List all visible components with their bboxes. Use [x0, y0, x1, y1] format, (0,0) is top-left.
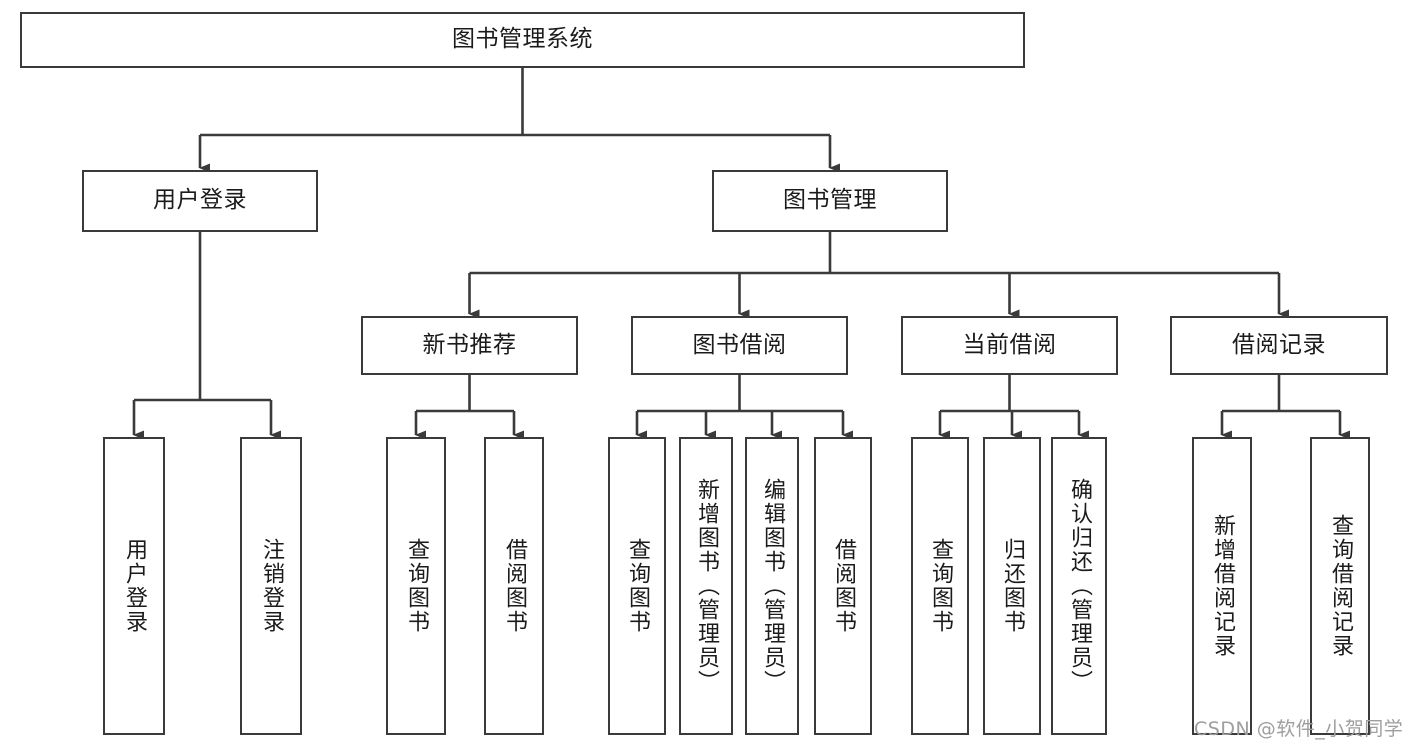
node-book-manage[interactable]: 图书管理	[712, 170, 948, 232]
node-label-leaf-query-book-3: 查询图书	[927, 538, 953, 634]
node-new-book-rec[interactable]: 新书推荐	[361, 316, 578, 375]
node-leaf-add-record[interactable]: 新增借阅记录	[1192, 437, 1252, 735]
node-borrow-record[interactable]: 借阅记录	[1170, 316, 1388, 375]
node-leaf-query-record[interactable]: 查询借阅记录	[1310, 437, 1370, 735]
node-label-leaf-borrow-book-2: 借阅图书	[830, 538, 856, 634]
node-label-new-book-rec: 新书推荐	[422, 331, 517, 358]
node-leaf-add-book[interactable]: 新增图书（管理员）	[679, 437, 733, 735]
node-label-book-manage: 图书管理	[783, 187, 877, 214]
node-label-leaf-user-logout: 注销登录	[258, 538, 284, 634]
node-leaf-query-book-1[interactable]: 查询图书	[386, 437, 446, 735]
node-leaf-confirm-return[interactable]: 确认归还（管理员）	[1051, 437, 1107, 735]
node-leaf-query-book-2[interactable]: 查询图书	[608, 437, 666, 735]
node-user-login[interactable]: 用户登录	[82, 170, 318, 232]
node-leaf-query-book-3[interactable]: 查询图书	[911, 437, 969, 735]
node-leaf-borrow-book-1[interactable]: 借阅图书	[484, 437, 544, 735]
node-leaf-user-logout[interactable]: 注销登录	[240, 437, 302, 735]
node-label-leaf-edit-book: 编辑图书（管理员）	[759, 478, 785, 694]
node-label-leaf-query-book-1: 查询图书	[403, 538, 429, 634]
node-leaf-edit-book[interactable]: 编辑图书（管理员）	[745, 437, 799, 735]
node-book-borrow[interactable]: 图书借阅	[631, 316, 848, 375]
node-root[interactable]: 图书管理系统	[20, 12, 1025, 68]
node-label-borrow-record: 借阅记录	[1232, 331, 1326, 358]
node-label-leaf-confirm-return: 确认归还（管理员）	[1066, 478, 1092, 694]
watermark-text: CSDN @软件_小贺同学	[1194, 718, 1404, 740]
node-leaf-user-login[interactable]: 用户登录	[103, 437, 165, 735]
node-label-leaf-add-book: 新增图书（管理员）	[693, 478, 719, 694]
node-current-borrow[interactable]: 当前借阅	[901, 316, 1118, 375]
node-label-root: 图书管理系统	[452, 26, 593, 53]
node-leaf-return-book[interactable]: 归还图书	[983, 437, 1041, 735]
node-label-leaf-borrow-book-1: 借阅图书	[501, 538, 527, 634]
node-label-current-borrow: 当前借阅	[962, 331, 1057, 358]
node-label-book-borrow: 图书借阅	[692, 331, 787, 358]
node-leaf-borrow-book-2[interactable]: 借阅图书	[814, 437, 872, 735]
node-label-leaf-query-record: 查询借阅记录	[1327, 514, 1353, 658]
connector-group	[132, 68, 1350, 440]
node-label-leaf-user-login: 用户登录	[121, 538, 147, 634]
node-label-leaf-return-book: 归还图书	[999, 538, 1025, 634]
node-label-leaf-add-record: 新增借阅记录	[1209, 514, 1235, 658]
node-label-leaf-query-book-2: 查询图书	[624, 538, 650, 634]
node-label-user-login: 用户登录	[153, 187, 247, 214]
